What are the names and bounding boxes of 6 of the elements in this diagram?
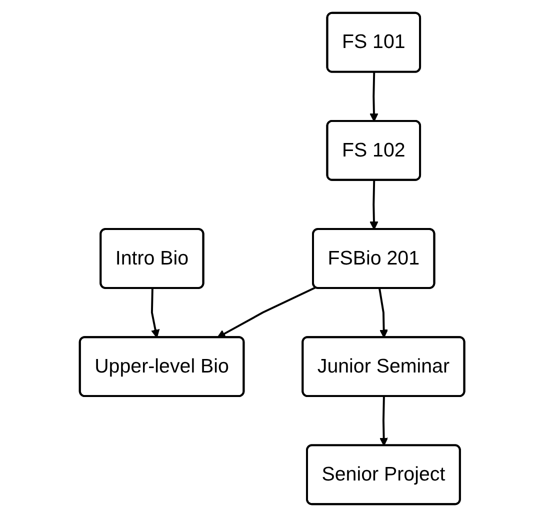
arrow <box>151 288 160 338</box>
arrow <box>378 288 389 338</box>
arrow <box>370 72 379 122</box>
arrow <box>217 286 316 338</box>
arrow <box>370 180 379 230</box>
arrow <box>380 396 389 446</box>
